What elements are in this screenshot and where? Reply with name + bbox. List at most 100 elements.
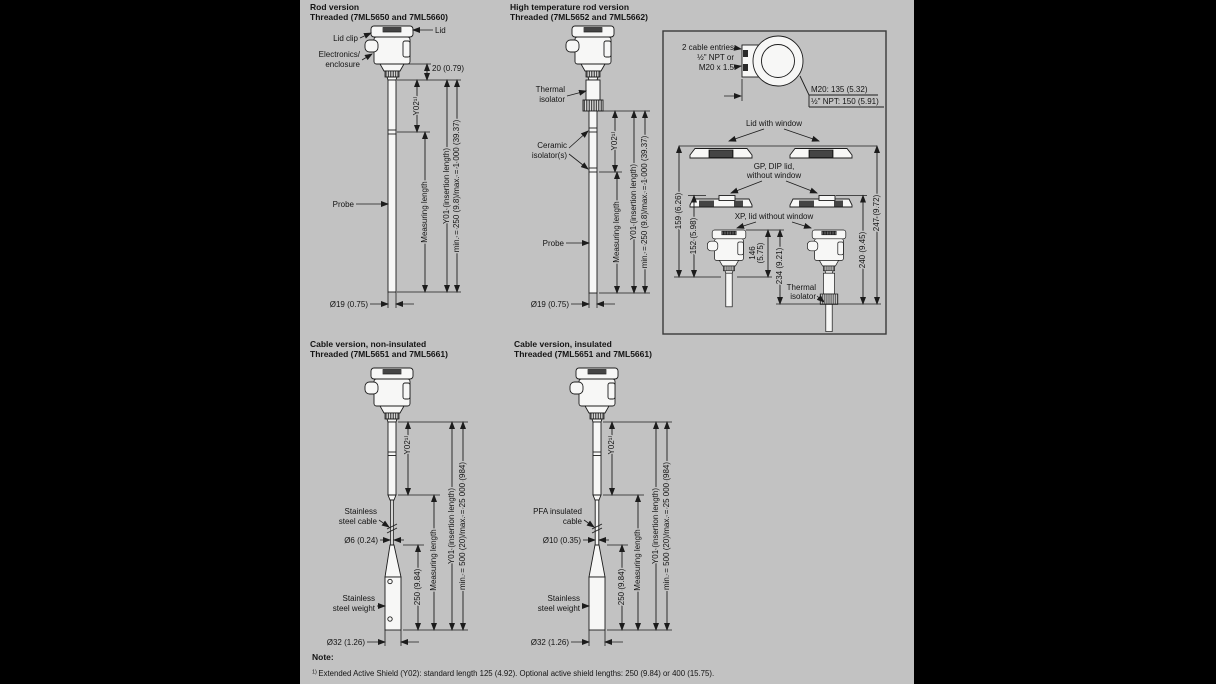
detail-label-lid-window: Lid with window (746, 119, 802, 128)
hightemp-probe-head-drawing (565, 25, 615, 294)
dimension-drawing-panel: Rod version Threaded (7ML5650 and 7ML566… (300, 0, 914, 684)
cableins-shield (592, 421, 602, 496)
cablebare-drawing (364, 367, 414, 631)
rod-title-line1: Rod version (310, 2, 359, 12)
cableins-cable (594, 499, 600, 546)
cableins-label-cable-2: cable (563, 517, 583, 526)
lid-with-window-left (689, 148, 753, 159)
detail-box-border (662, 30, 887, 335)
detail-dim-247: 247 (9.72) (872, 194, 881, 231)
detail-dim-159: 159 (6.26) (674, 192, 683, 229)
hightemp-label-thermal-2: isolator (539, 95, 565, 104)
rod-probe-rod (387, 79, 397, 293)
rod-dim-y01-range: min. = 250 (9.8)/max. = 1 000 (39.37) (452, 119, 461, 252)
section-cable-insulated: Cable version, insulated Threaded (7ML56… (514, 339, 673, 647)
cablebare-dim-cable-dia: Ø6 (0.24) (344, 536, 378, 545)
rod-dim-thread: 20 (0.79) (432, 64, 464, 73)
note-superscript: 1) (312, 670, 317, 676)
detail-label-thermal-2: isolator (790, 292, 816, 301)
rod-dim-y01: Y01 (insertion length) (442, 148, 451, 224)
cablebare-title-line1: Cable version, non-insulated (310, 339, 426, 349)
hightemp-dim-y01-range: min. = 250 (9.8)/max. = 1 000 (39.37) (640, 135, 649, 268)
hightemp-probe-rod (588, 110, 598, 294)
detail-dim-npt: ½" NPT: 150 (5.91) (811, 97, 879, 106)
xp-unit-right (807, 229, 847, 332)
section-hightemp-version: High temperature rod version Threaded (7… (510, 2, 651, 309)
cablebare-weight (384, 576, 402, 631)
cableins-dim-measuring-length: Measuring length (633, 529, 642, 590)
section-cable-noninsulated: Cable version, non-insulated Threaded (7… (310, 339, 469, 647)
hightemp-dim-diameter: Ø19 (0.75) (531, 300, 570, 309)
rod-label-lid-clip: Lid clip (333, 34, 358, 43)
rod-probe-head-drawing (364, 25, 414, 293)
rod-dim-measuring-length: Measuring length (420, 181, 429, 242)
xp-unit-left (707, 229, 747, 308)
cablebare-label-cable-2: steel cable (339, 517, 378, 526)
detail-dim-152: 152 (5.98) (689, 217, 698, 254)
rod-title-line2: Threaded (7ML5650 and 7ML5660) (310, 12, 448, 22)
cableins-weight (588, 576, 606, 631)
section-rod-version: Rod version Threaded (7ML5650 and 7ML566… (310, 2, 464, 309)
hightemp-label-ceramic-1: Ceramic (537, 141, 567, 150)
cableins-dim-y02: Y02¹⁾ (607, 436, 616, 455)
cablebare-dim-y01-range: min. = 500 (20)/max. = 25 000 (984) (458, 462, 467, 590)
detail-label-xp: XP, lid without window (735, 212, 814, 221)
rod-label-electronics-1: Electronics/ (319, 50, 361, 59)
detail-top-view (741, 35, 804, 87)
detail-label-entries-1: 2 cable entries (682, 43, 734, 52)
cableins-label-cable-1: PFA insulated (533, 507, 582, 516)
section-note: Note: 1)Extended Active Shield (Y02): st… (312, 652, 714, 678)
cablebare-dim-measuring-length: Measuring length (429, 529, 438, 590)
hightemp-dim-y01: Y01 (insertion length) (629, 164, 638, 240)
cableins-dim-weight-len: 250 (9.84) (617, 568, 626, 605)
dimension-drawing-svg: Rod version Threaded (7ML5650 and 7ML566… (310, 2, 887, 678)
cablebare-dim-weight-dia: Ø32 (1.26) (327, 638, 366, 647)
cableins-dim-weight-dia: Ø32 (1.26) (531, 638, 570, 647)
rod-label-electronics-2: enclosure (325, 60, 360, 69)
cablebare-cable (390, 499, 394, 546)
cableins-drawing (569, 367, 619, 631)
detail-label-gp-1: GP, DIP lid, (754, 162, 795, 171)
hightemp-title-line1: High temperature rod version (510, 2, 629, 12)
cablebare-title-line2: Threaded (7ML5651 and 7ML5661) (310, 349, 448, 359)
cablebare-label-weight-2: steel weight (333, 604, 376, 613)
hightemp-dim-measuring-length: Measuring length (612, 201, 621, 262)
detail-label-gp-2: without window (746, 171, 801, 180)
cableins-dim-cable-dia: Ø10 (0.35) (543, 536, 582, 545)
detail-label-thermal-1: Thermal (787, 283, 817, 292)
cableins-dim-y01-range: min. = 500 (20)/max. = 25 000 (984) (662, 462, 671, 590)
cableins-label-weight-2: steel weight (538, 604, 581, 613)
note-text: 1)Extended Active Shield (Y02): standard… (312, 669, 714, 678)
cableins-title-line1: Cable version, insulated (514, 339, 612, 349)
rod-dim-y02: Y02¹⁾ (412, 97, 421, 116)
cableins-label-weight-1: Stainless (548, 594, 580, 603)
detail-dim-146-a: 146 (748, 246, 757, 260)
lid-with-window-right (789, 148, 853, 159)
hightemp-thermal-isolator (585, 79, 601, 101)
cablebare-label-weight-1: Stainless (343, 594, 375, 603)
hightemp-title-line2: Threaded (7ML5652 and 7ML5662) (510, 12, 648, 22)
rod-label-lid: Lid (435, 26, 446, 35)
cableins-title-line2: Threaded (7ML5651 and 7ML5661) (514, 349, 652, 359)
detail-dim-240: 240 (9.45) (858, 231, 867, 268)
detail-label-entries-2: ½" NPT or (697, 53, 734, 62)
cablebare-dim-y01: Y01 (insertion length) (447, 488, 456, 564)
cableins-dim-y01: Y01 (insertion length) (651, 488, 660, 564)
hightemp-isolator-nut (582, 99, 604, 112)
hightemp-label-thermal-1: Thermal (536, 85, 566, 94)
detail-dim-m20: M20: 135 (5.32) (811, 85, 868, 94)
rod-dim-diameter: Ø19 (0.75) (330, 300, 369, 309)
section-detail-box: 2 cable entries ½" NPT or M20 x 1.5 M20:… (662, 30, 887, 335)
detail-dim-146-b: (5.75) (756, 242, 765, 263)
cablebare-dim-weight-len: 250 (9.84) (413, 568, 422, 605)
hightemp-label-probe: Probe (543, 239, 565, 248)
cablebare-label-cable-1: Stainless (345, 507, 377, 516)
hightemp-dim-y02: Y02¹⁾ (610, 132, 619, 151)
gp-dip-lid-left (689, 195, 753, 208)
hightemp-label-ceramic-2: isolator(s) (532, 151, 567, 160)
cablebare-shield (387, 421, 397, 496)
cablebare-dim-y02: Y02¹⁾ (403, 436, 412, 455)
detail-dim-234: 234 (9.21) (775, 247, 784, 284)
note-heading: Note: (312, 652, 334, 662)
